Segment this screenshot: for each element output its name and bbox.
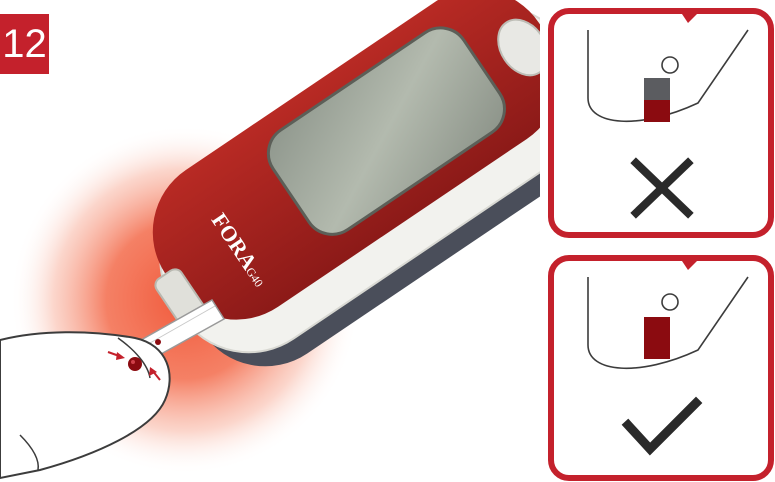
step-number-badge: 12 [0, 14, 49, 74]
guide-arrows [107, 351, 161, 381]
cross-icon [630, 157, 694, 219]
correct-sample-panel [548, 255, 774, 481]
check-icon [621, 396, 703, 456]
glucose-meter: FORA G40 [152, 0, 540, 367]
blood-drop [128, 357, 142, 371]
illustration-scene: FORA G40 [0, 0, 540, 480]
meter-button [497, 18, 540, 77]
meter-screen [266, 26, 506, 236]
incorrect-sample-panel [548, 8, 774, 238]
